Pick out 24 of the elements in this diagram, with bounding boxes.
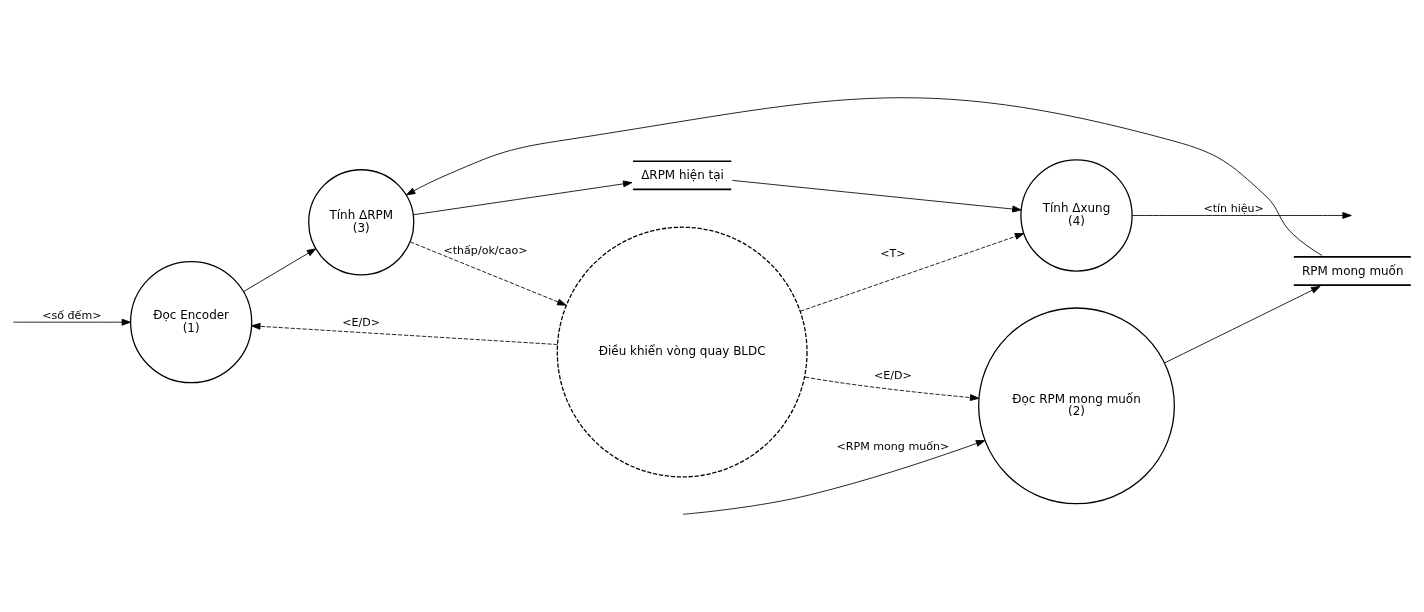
arrow: [409, 241, 567, 306]
edge-label: <tín hiệu>: [1203, 202, 1264, 216]
node-circle: Đọc RPM mong muốn (2): [978, 307, 1175, 505]
edge-label: <số đếm>: [42, 309, 102, 323]
arrow: [682, 440, 986, 515]
edge-label: <RPM mong muốn>: [836, 439, 950, 453]
arrow: [412, 180, 633, 216]
arrow: [406, 97, 1323, 256]
node-text: RPM mong muốn: [1301, 263, 1404, 278]
arrow: [243, 248, 317, 293]
edge-label: <E/D>: [342, 315, 381, 329]
arrow: [12, 318, 131, 326]
node-circle: Tính Δxung (4): [1020, 159, 1133, 272]
node-text: ΔRPM hiện tại: [641, 167, 724, 182]
arrow: [1164, 286, 1321, 364]
arrow: [799, 233, 1025, 312]
arrow: [731, 179, 1022, 213]
arrow: [251, 322, 558, 345]
edge-label: <T>: [880, 246, 906, 260]
arrow: [1131, 212, 1352, 219]
node-circle: Đọc Encoder (1): [129, 261, 253, 384]
edge-label: <thấp/ok/cao>: [443, 244, 528, 258]
arrow: [804, 376, 980, 401]
edge-label: <E/D>: [874, 368, 912, 382]
